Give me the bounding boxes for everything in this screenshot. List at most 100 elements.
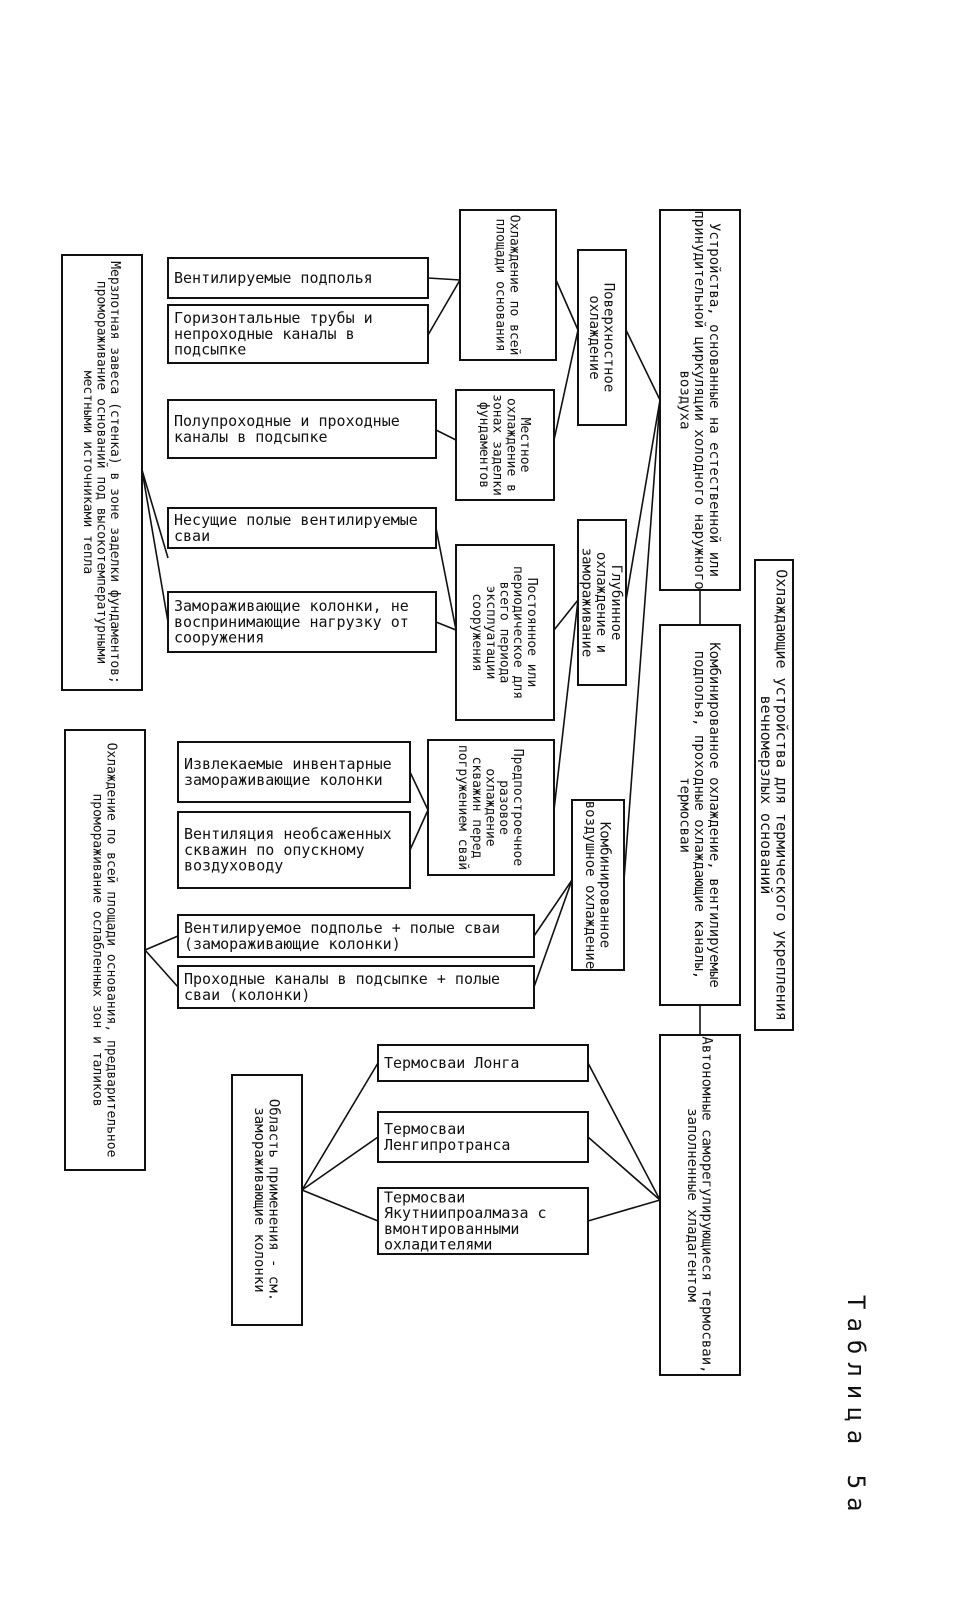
box-label: Поверхностноеохлаждение xyxy=(586,283,617,393)
box-label: Охлаждающие устройства для термического … xyxy=(757,569,791,1021)
connector-line xyxy=(533,879,573,937)
box-whole-pre: Охлаждение по всей площади основания, пр… xyxy=(64,729,146,1171)
box-label: Устройства, основанные на естественной и… xyxy=(676,210,721,589)
box-whole-area: Охлаждение по всейплощади основания xyxy=(459,209,557,361)
box-combined-air: Комбинированноевоздушное охлаждение xyxy=(571,799,625,971)
connector-line xyxy=(587,1062,661,1201)
connector-line xyxy=(301,1136,379,1191)
box-label: Комбинированное охлаждение, вентилируемы… xyxy=(676,642,721,988)
box-frame xyxy=(167,507,437,549)
box-label: Автономные саморегулирующиеся термосваи,… xyxy=(684,1036,715,1373)
box-label: Термосваи Лонга xyxy=(384,1054,519,1072)
connector-line xyxy=(435,621,457,631)
connector-lines xyxy=(141,277,701,1222)
box-frame xyxy=(377,1044,589,1082)
box-frame xyxy=(577,249,627,426)
box-label: Местноеохлаждение взонах заделкифундамен… xyxy=(476,394,532,496)
box-long-piles: Термосваи Лонга xyxy=(377,1044,589,1082)
box-autonomous: Автономные саморегулирующиеся термосваи,… xyxy=(659,1034,741,1376)
box-label: Предпостроечноеразовоеохлаждениескважин … xyxy=(455,745,525,870)
box-frame xyxy=(659,1034,741,1376)
diagram-boxes: Охлаждающие устройства для термического … xyxy=(61,209,794,1376)
box-vent-underfloor: Вентилируемые подполья xyxy=(167,257,429,299)
box-frame xyxy=(377,1111,589,1163)
box-combined-main: Комбинированное охлаждение, вентилируемы… xyxy=(659,624,741,1006)
connector-line xyxy=(141,469,169,623)
box-label: Глубинноеохлаждение изамораживание xyxy=(578,548,623,658)
box-deep: Глубинноеохлаждение изамораживание xyxy=(577,519,627,686)
box-root: Охлаждающие устройства для термического … xyxy=(754,559,794,1031)
box-label: Область применения - см.замораживающие к… xyxy=(251,1099,282,1301)
connector-line xyxy=(301,1062,379,1191)
connector-line xyxy=(144,935,179,951)
box-label: Комбинированноевоздушное охлаждение xyxy=(582,801,613,970)
connector-line xyxy=(141,469,169,559)
table-title: Таблица 5а xyxy=(842,1295,870,1520)
box-frame xyxy=(177,741,411,803)
connector-line xyxy=(301,1189,379,1222)
connector-line xyxy=(427,277,461,281)
connector-line xyxy=(587,1199,661,1222)
box-frame xyxy=(455,544,555,721)
connector-line xyxy=(533,879,573,988)
box-frame xyxy=(377,1187,589,1255)
box-label: Мерзлотная завеса (стенка) в зоне заделк… xyxy=(80,261,122,684)
connector-line xyxy=(625,399,661,601)
connector-line xyxy=(427,279,461,336)
box-permanent: Постоянное илипериодическое длявсего пер… xyxy=(455,544,555,721)
connector-line xyxy=(435,429,457,441)
box-frame xyxy=(231,1074,303,1326)
box-label: Охлаждение по всей площади основания, пр… xyxy=(90,743,119,1158)
box-local: Местноеохлаждение взонах заделкифундамен… xyxy=(455,389,555,501)
connector-line xyxy=(553,599,579,631)
connector-line xyxy=(435,527,457,631)
box-label: Вентилируемые подполья xyxy=(174,269,373,287)
box-frame xyxy=(177,965,535,1009)
box-frame xyxy=(61,254,143,691)
box-frame xyxy=(571,799,625,971)
box-frame xyxy=(177,811,411,889)
connector-line xyxy=(144,949,179,988)
box-frame xyxy=(167,399,437,459)
box-label: Охлаждение по всейплощади основания xyxy=(493,215,522,356)
box-frame xyxy=(459,209,557,361)
box-frame xyxy=(455,389,555,501)
box-pre-season: Предпостроечноеразовоеохлаждениескважин … xyxy=(427,739,555,876)
connector-line xyxy=(555,279,579,331)
box-frame xyxy=(167,257,429,299)
connector-line xyxy=(409,771,429,811)
connector-line xyxy=(553,329,579,441)
box-frame xyxy=(167,304,429,364)
box-surface: Поверхностноеохлаждение xyxy=(577,249,627,426)
connector-line xyxy=(409,809,429,851)
box-label: Постоянное илипериодическое длявсего пер… xyxy=(469,566,539,699)
box-scope: Область применения - см.замораживающие к… xyxy=(231,1074,303,1326)
box-frame xyxy=(659,209,741,591)
connector-line xyxy=(553,599,579,811)
box-label: Вентилируемое подполье + полые сваи(замо… xyxy=(184,919,500,953)
connector-line xyxy=(623,399,661,881)
connector-line xyxy=(587,1136,661,1201)
box-frame xyxy=(427,739,555,876)
box-frame xyxy=(577,519,627,686)
box-curtain: Мерзлотная завеса (стенка) в зоне заделк… xyxy=(61,254,143,691)
box-frame xyxy=(167,591,437,653)
connector-line xyxy=(625,329,661,401)
box-frame xyxy=(64,729,146,1171)
